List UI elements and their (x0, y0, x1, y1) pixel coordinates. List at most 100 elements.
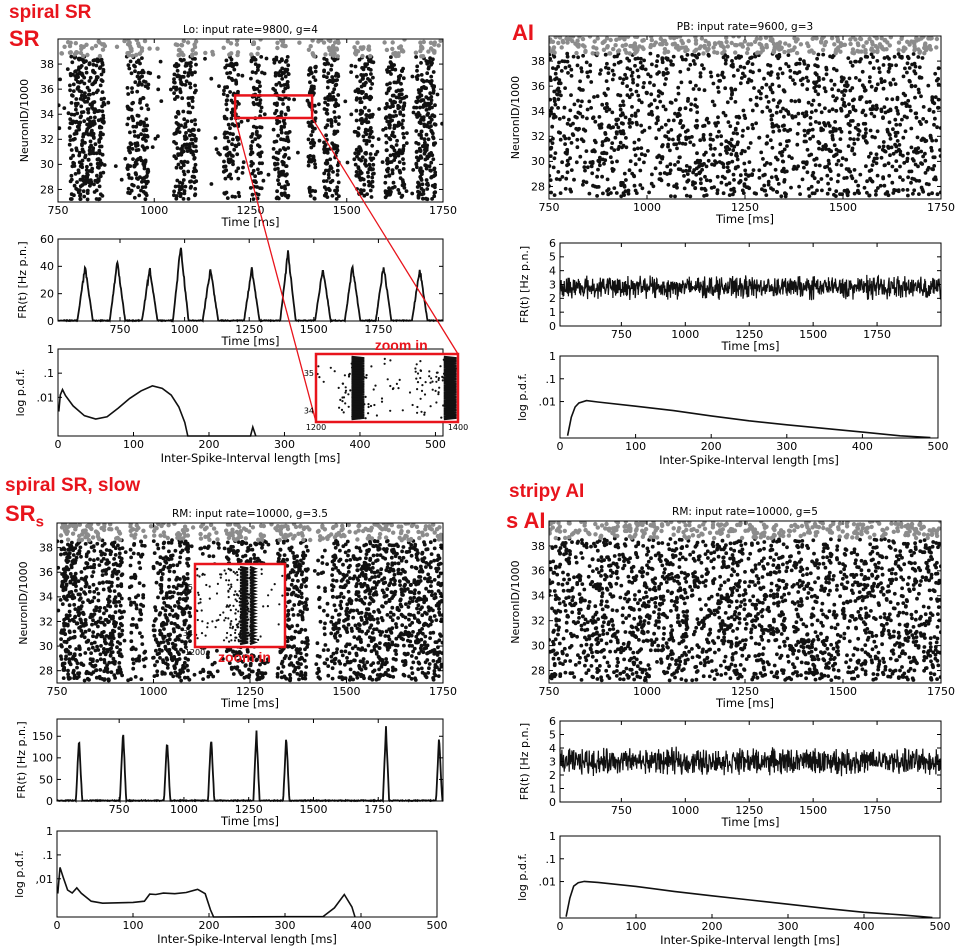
input-spike-dot (318, 39, 324, 43)
spike-dot (415, 64, 420, 69)
spike-dot (264, 56, 269, 61)
spike-dot (732, 189, 737, 194)
spike-dot (808, 115, 813, 120)
spike-dot (657, 70, 661, 75)
spike-dot (281, 664, 286, 669)
spike-dot (429, 98, 434, 103)
spike-dot (332, 541, 336, 546)
input-spike-dot (418, 40, 423, 45)
spike-dot (209, 182, 214, 186)
spike-dot (801, 160, 805, 165)
spike-dot (81, 132, 86, 137)
spike-dot (187, 144, 192, 149)
spike-dot (113, 164, 118, 169)
spike-dot (358, 79, 363, 84)
spike-dot (874, 189, 878, 193)
spike-dot (325, 111, 330, 116)
spike-dot (417, 181, 421, 186)
spike-dot (376, 137, 381, 142)
spike-dot (603, 106, 607, 111)
spike-dot (185, 572, 190, 576)
spike-dot (800, 111, 805, 116)
spike-dot (936, 105, 940, 110)
spike-dot (330, 615, 335, 620)
input-spike-dot (592, 39, 597, 44)
spike-dot (426, 572, 431, 577)
spike-dot (604, 109, 609, 113)
spike-dot (185, 576, 190, 581)
spike-dot (827, 161, 831, 166)
spike-dot (699, 181, 703, 186)
spike-dot (416, 610, 421, 615)
spike-dot (279, 83, 283, 88)
spike-dot (556, 170, 561, 174)
spike-dot (281, 102, 285, 106)
spike-dot (286, 182, 290, 187)
spike-dot (834, 152, 839, 157)
spike-dot (140, 642, 145, 646)
spike-dot (732, 178, 736, 182)
spike-dot (874, 86, 879, 91)
spike-dot (890, 180, 895, 185)
spike-dot (431, 157, 436, 162)
spike-dot (627, 121, 632, 125)
spike-dot (215, 648, 219, 653)
spike-dot (900, 117, 904, 122)
spike-dot (395, 551, 399, 556)
spike-dot (919, 161, 923, 166)
spike-dot (806, 100, 811, 105)
spike-dot (366, 170, 370, 175)
spike-dot (812, 176, 817, 181)
spike-dot (276, 133, 280, 138)
spike-dot (817, 121, 822, 125)
spike-dot (432, 166, 437, 171)
spike-dot (687, 168, 692, 173)
spike-dot (429, 101, 433, 106)
spike-dot (375, 149, 380, 154)
spike-dot (907, 104, 912, 109)
spike-dot (369, 72, 373, 76)
input-spike-dot (355, 40, 360, 45)
spike-dot (575, 145, 580, 150)
spike-dot (293, 665, 298, 670)
spike-dot (145, 169, 150, 174)
spike-dot (786, 53, 791, 57)
spike-dot (308, 190, 312, 195)
spike-dot (425, 181, 430, 186)
input-spike-dot (729, 40, 734, 46)
spike-dot (684, 193, 689, 198)
spike-dot (809, 110, 814, 114)
spike-dot (782, 178, 787, 182)
sr_raster-ytick-label: 34 (40, 108, 54, 121)
spike-dot (215, 669, 220, 674)
spike-dot (371, 553, 376, 558)
spike-dot (414, 656, 419, 660)
spike-dot (816, 140, 821, 144)
input-spike-dot (587, 36, 593, 39)
spike-dot (436, 645, 440, 650)
spike-dot (76, 85, 81, 89)
spike-dot (778, 99, 782, 103)
spike-dot (143, 179, 147, 184)
spike-dot (742, 184, 747, 188)
spike-dot (279, 185, 284, 190)
spike-dot (399, 81, 403, 86)
spike-dot (690, 135, 694, 139)
spike-dot (879, 80, 884, 85)
spike-dot (700, 167, 704, 172)
input-spike-dot (798, 42, 804, 47)
input-spike-dot (694, 47, 699, 52)
spike-dot (842, 188, 847, 193)
spike-dot (640, 66, 645, 71)
spike-dot (708, 137, 713, 142)
spike-dot (743, 149, 747, 154)
spike-dot (933, 71, 938, 76)
spike-dot (601, 157, 605, 162)
spike-dot (128, 59, 133, 64)
ai_raster-xlabel: Time [ms] (715, 212, 774, 226)
spike-dot (345, 539, 350, 544)
spike-dot (920, 56, 925, 60)
spike-dot (230, 78, 235, 82)
spike-dot (312, 91, 316, 95)
